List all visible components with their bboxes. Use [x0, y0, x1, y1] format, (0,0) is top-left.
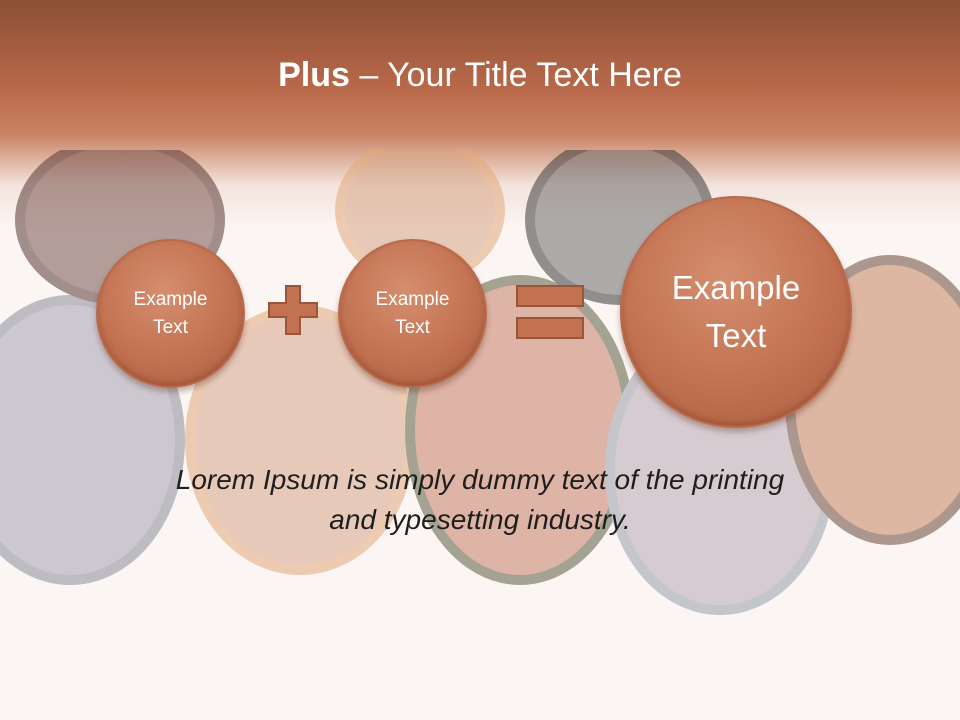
body-text-line2: and typesetting industry.: [329, 504, 631, 535]
circle-result: Example Text: [620, 196, 852, 428]
title-rest: – Your Title Text Here: [349, 56, 682, 94]
plus-icon: [268, 285, 318, 335]
circle-middle-line2: Text: [395, 316, 430, 338]
circle-middle: Example Text: [338, 239, 487, 388]
equals-icon: [516, 285, 584, 339]
title-bold: Plus: [278, 56, 350, 94]
slide-title: Plus – Your Title Text Here: [0, 50, 960, 100]
body-text: Lorem Ipsum is simply dummy text of the …: [0, 460, 960, 540]
circle-middle-line1: Example: [375, 288, 450, 310]
circle-result-line1: Example: [671, 269, 801, 306]
circle-left: Example Text: [96, 239, 245, 388]
circle-left-line1: Example: [133, 288, 208, 310]
circle-left-line2: Text: [153, 316, 188, 338]
body-text-line1: Lorem Ipsum is simply dummy text of the …: [175, 464, 785, 495]
circle-result-line2: Text: [705, 317, 767, 354]
sunglasses-background-image: [0, 150, 960, 615]
